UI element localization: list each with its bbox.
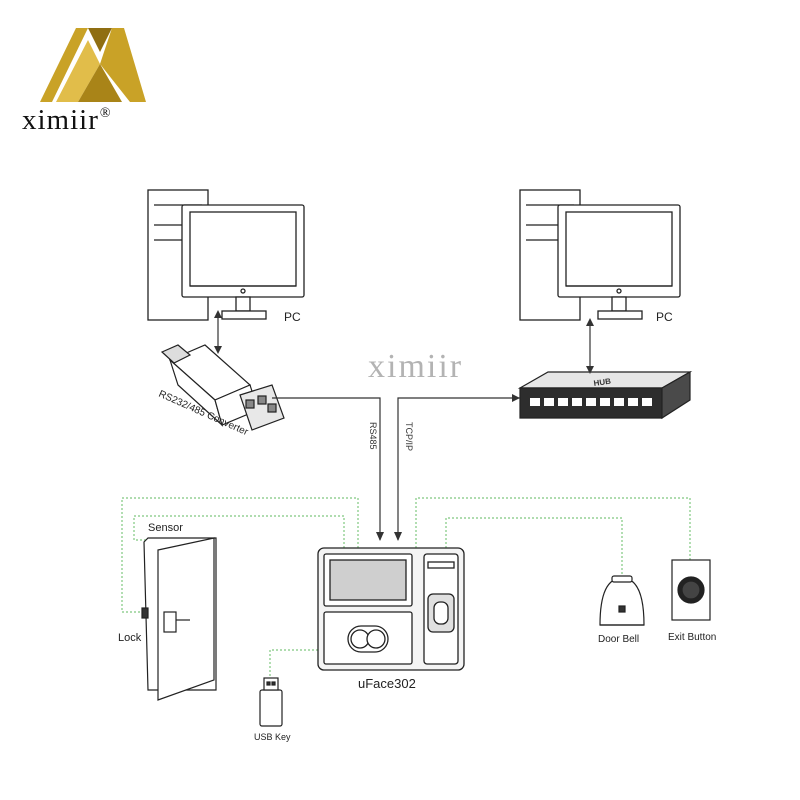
usb-key-label: USB Key <box>254 732 291 742</box>
usb-key-icon <box>259 677 283 727</box>
solid-connections <box>217 312 591 540</box>
pc-left-label: PC <box>284 310 301 324</box>
pc-right-label: PC <box>656 310 673 324</box>
brand-logo <box>40 28 146 102</box>
pc-left-icon <box>147 189 305 321</box>
brand-name-text: ximiir <box>22 104 99 136</box>
dotted-connections <box>121 497 691 680</box>
door-bell-icon <box>599 575 645 626</box>
exit-button-icon <box>671 559 711 621</box>
hub-ports <box>530 398 652 406</box>
arrowheads <box>214 310 594 541</box>
hub-icon <box>517 370 693 420</box>
uface302-device <box>317 547 465 671</box>
door-icon <box>141 537 217 701</box>
brand-name: ximiir® <box>22 104 112 137</box>
watermark: ximiir <box>368 348 464 385</box>
converter-icon <box>160 344 285 431</box>
tcpip-label: TCP/IP <box>404 422 414 451</box>
exit-button-label: Exit Button <box>668 632 717 643</box>
registered-mark: ® <box>99 106 112 121</box>
sensor-label: Sensor <box>148 522 183 534</box>
lock-label: Lock <box>118 632 142 644</box>
rs485-label: RS485 <box>368 422 378 450</box>
door-bell-label: Door Bell <box>598 634 640 645</box>
pc-right-icon <box>519 189 681 321</box>
hub-label: HUB <box>593 377 612 388</box>
device-label: uFace302 <box>358 676 416 691</box>
